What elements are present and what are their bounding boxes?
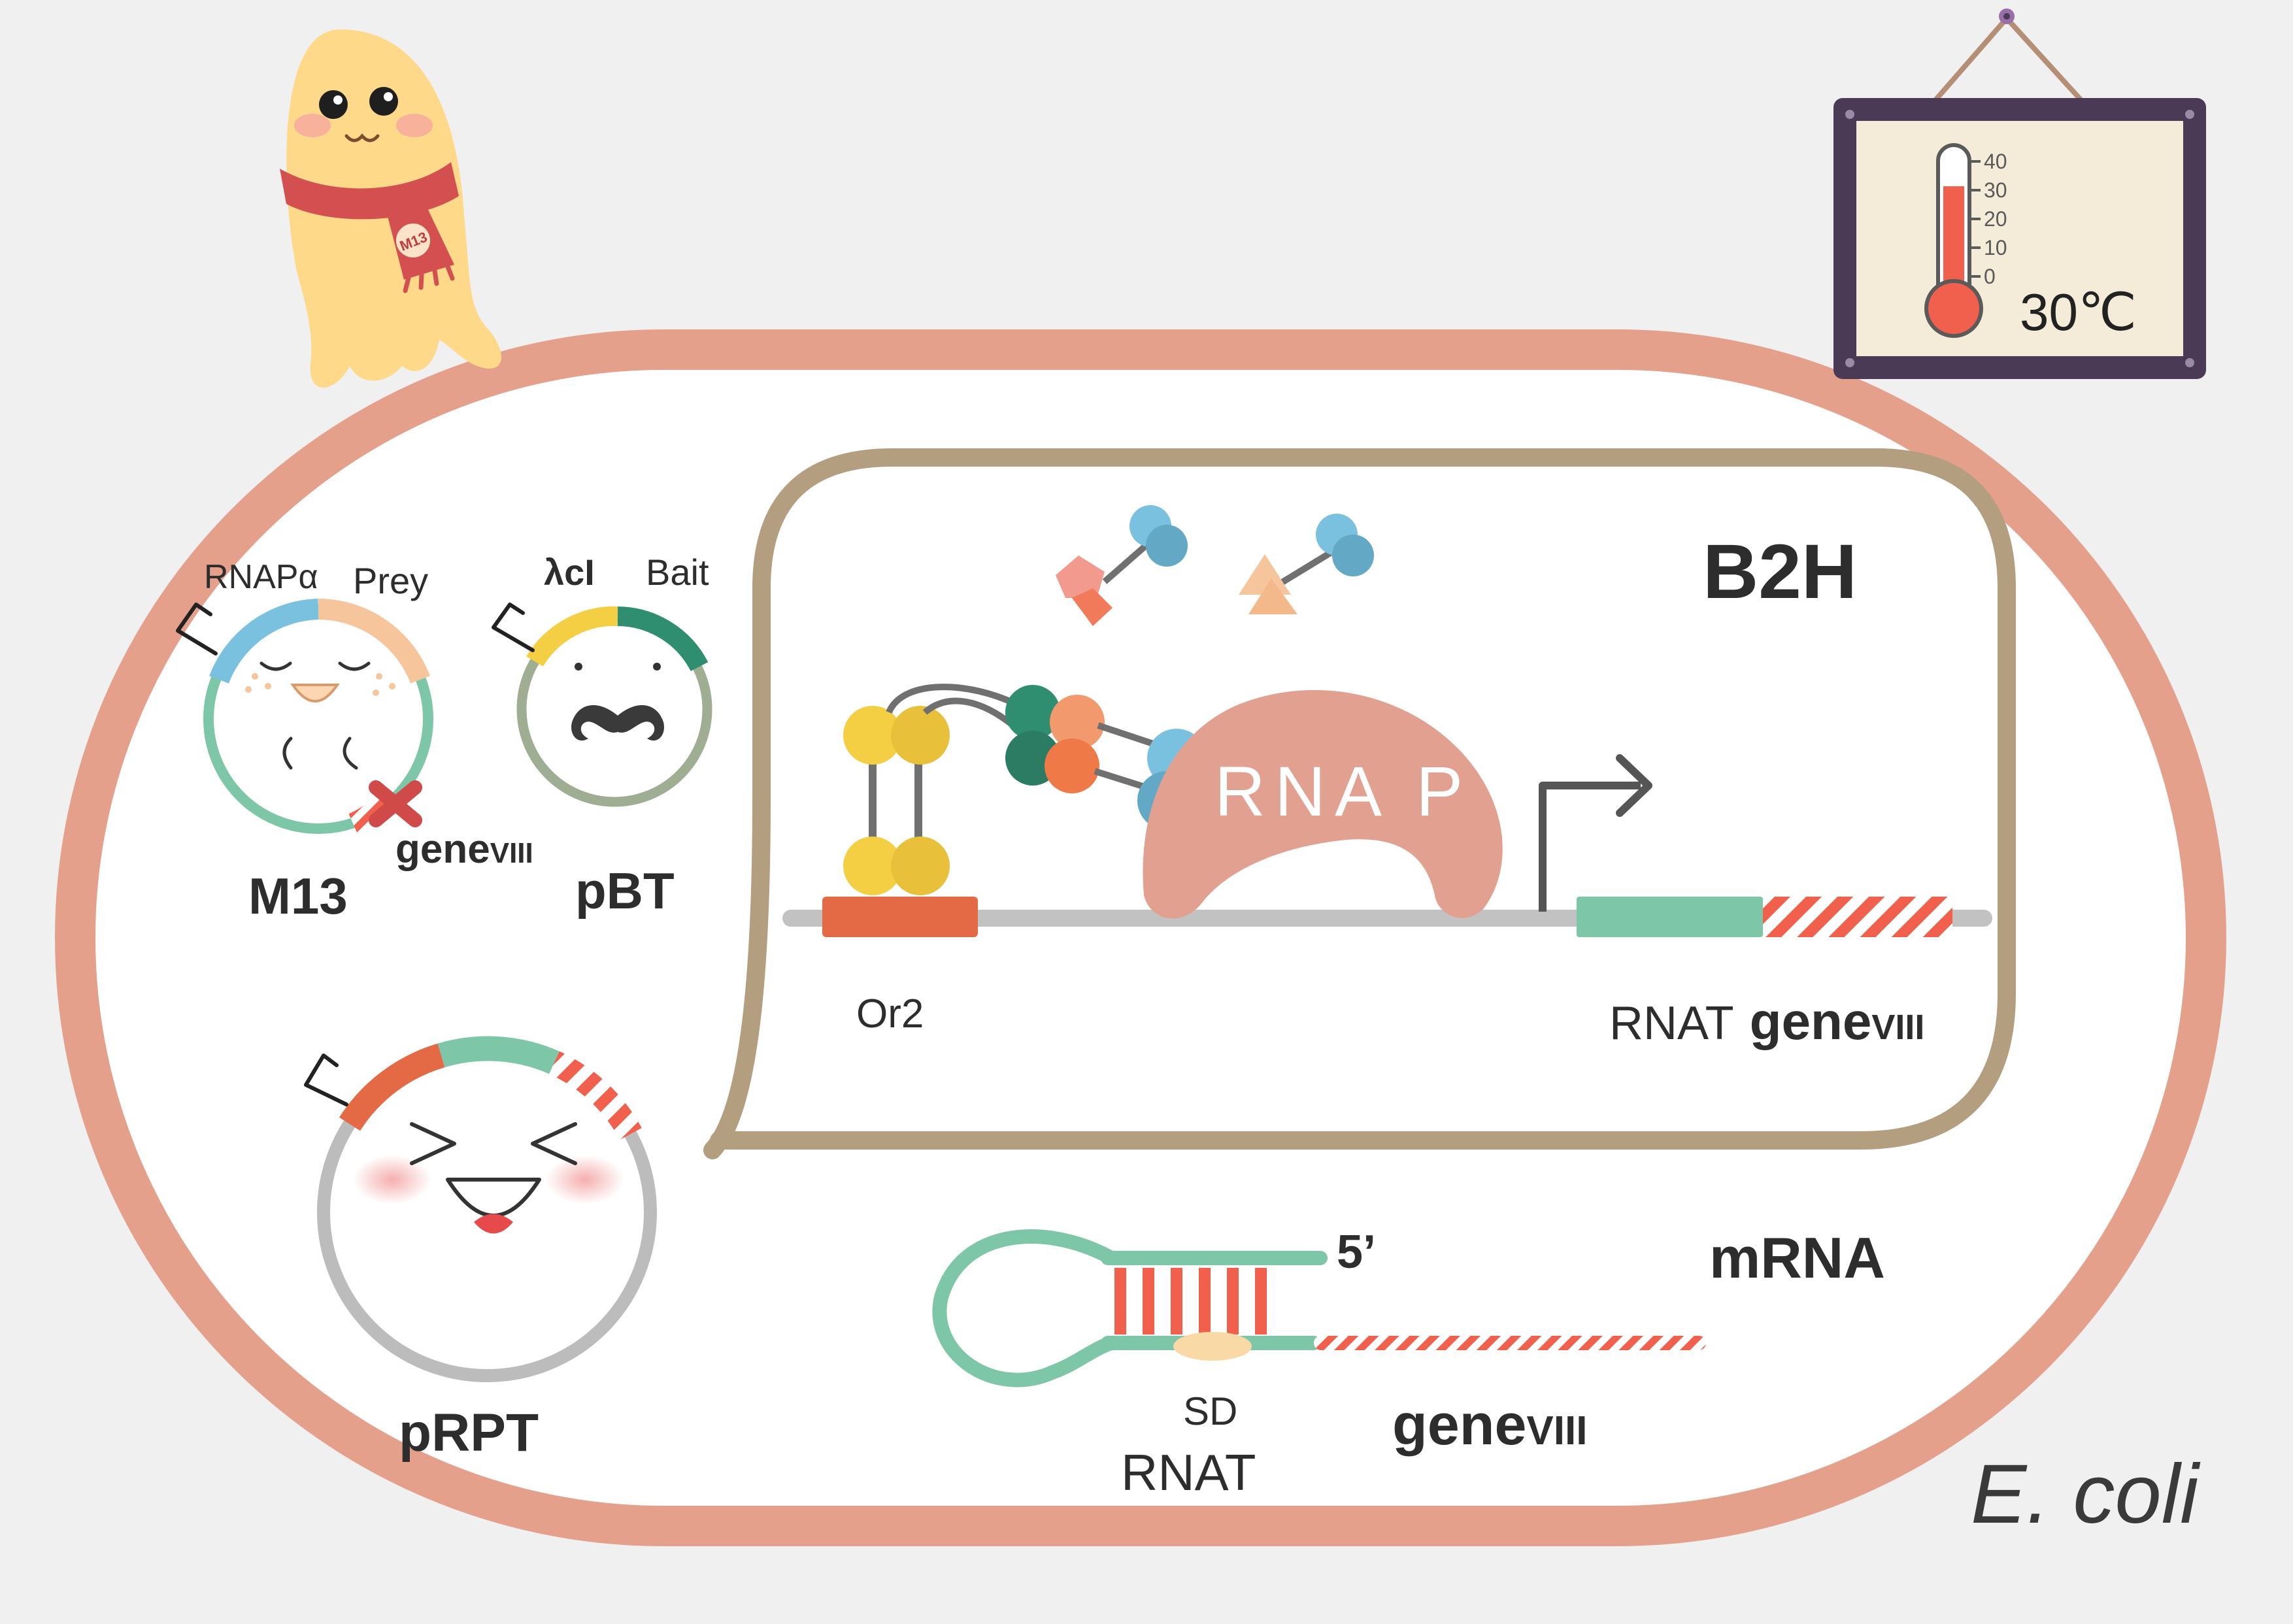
thermo-tick-40: 40 — [1984, 150, 2007, 173]
free-bait-prey-pair-1 — [1056, 505, 1188, 626]
thermo-tick-30: 30 — [1984, 178, 2007, 202]
prpt-label: pRPT — [399, 1403, 539, 1463]
prpt-promoter-arrow-icon — [304, 1053, 348, 1106]
sd-sequence — [1173, 1332, 1252, 1361]
m13-gene-label: geneVIII — [395, 827, 533, 872]
m13-plasmid — [176, 599, 433, 834]
mrna-rnat-label: RNAT — [1121, 1444, 1256, 1501]
thermo-tick-20: 20 — [1984, 207, 2007, 231]
gene-viii-segment — [1763, 897, 1952, 937]
mrna-label: mRNA — [1709, 1225, 1885, 1290]
lambda-ci-label: λcI — [544, 552, 595, 593]
transcription-start-arrow-icon — [1539, 782, 1641, 912]
thermo-tick-10: 10 — [1984, 236, 2007, 259]
rnat-segment — [1577, 897, 1763, 937]
b2h-rnat-label: RNAT — [1609, 997, 1734, 1050]
sd-label: SD — [1183, 1389, 1237, 1433]
pbt-promoter-arrow-icon — [492, 603, 535, 652]
pbt-plasmid — [492, 603, 712, 807]
b2h-label: B2H — [1703, 529, 1857, 615]
b2h-compartment — [703, 448, 2016, 1159]
rna-polymerase — [1143, 689, 1503, 919]
m13-gene-suffix: VIII — [490, 837, 533, 869]
five-prime-label: 5’ — [1337, 1226, 1376, 1278]
b2h-gene-name: gene — [1750, 992, 1872, 1050]
m13-phage-mascot-icon: M13 — [280, 29, 502, 388]
mrna-hairpin — [932, 1229, 1706, 1387]
ecoli-label: E. coli — [1971, 1448, 2201, 1541]
m13-gene-name: gene — [395, 827, 490, 872]
mrna-gene-label: geneVIII — [1392, 1392, 1587, 1457]
m13-label: M13 — [248, 867, 348, 925]
rnap-alpha-label: RNAPα — [204, 558, 318, 596]
thermo-tick-0: 0 — [1984, 265, 1996, 288]
b2h-rnat-gene-label: RNAT geneVIII — [1609, 992, 1924, 1050]
mustache-icon — [571, 704, 664, 741]
mrna-gene-viii-strand — [1314, 1336, 1706, 1350]
pbt-label: pBT — [575, 862, 675, 920]
scarf-tag — [396, 224, 430, 257]
deletion-cross-icon — [369, 780, 422, 827]
free-bait-prey-pair-2 — [1239, 514, 1374, 614]
mrna-gene-name: gene — [1392, 1392, 1526, 1457]
b2h-gene-suffix: VIII — [1871, 1008, 1924, 1047]
rnap-label: RNA P — [1214, 752, 1472, 831]
thermometer-icon — [1924, 143, 1983, 338]
thermometer-board: 40 30 20 10 0 30℃ — [1833, 8, 2206, 379]
bait-label: Bait — [646, 552, 709, 593]
prpt-plasmid — [304, 1036, 657, 1382]
temperature-label: 30℃ — [2020, 283, 2137, 341]
mrna-gene-suffix: VIII — [1526, 1408, 1587, 1453]
lambda-ci-dimer — [843, 684, 1022, 895]
promoter-arrow-icon — [176, 603, 218, 655]
or2-label: Or2 — [856, 991, 924, 1036]
or2-operator — [822, 897, 978, 937]
prey-label: Prey — [353, 560, 428, 601]
